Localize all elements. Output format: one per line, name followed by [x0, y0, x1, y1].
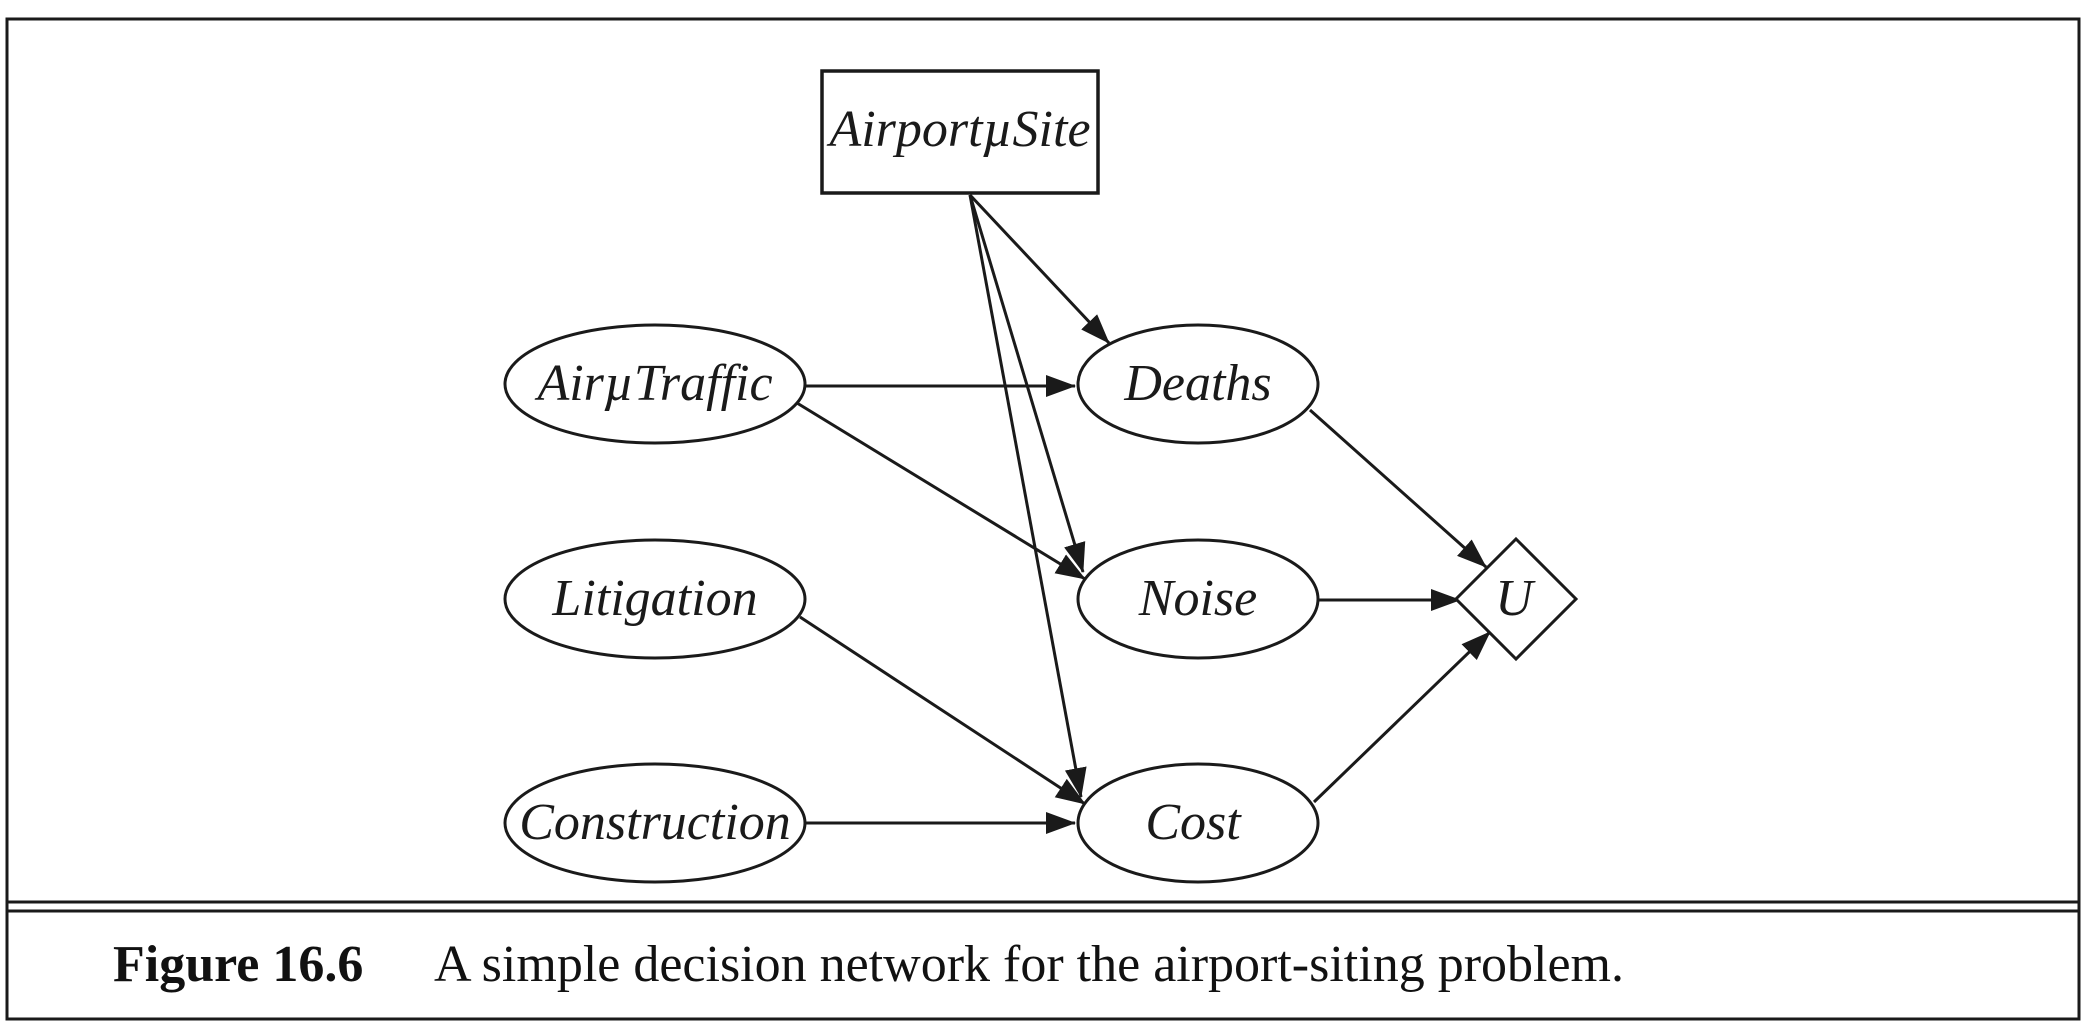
edge-air-traffic-to-noise [796, 401, 1086, 581]
node-airport-site: AirportµSite [820, 69, 1100, 195]
edges [796, 193, 1492, 834]
edge-deaths-to-utility [1309, 408, 1487, 569]
edge-airport-site-to-deaths [968, 193, 1111, 345]
utility-node-diamond [1453, 536, 1579, 662]
edge-litigation-to-cost [799, 615, 1086, 806]
chance-node-ellipse [503, 323, 807, 445]
node-label-airport-site: AirportµSite [826, 101, 1090, 158]
node-label-air-traffic: AirµTraffic [534, 355, 772, 412]
node-label-litigation: Litigation [551, 570, 757, 627]
chance-node-ellipse [1076, 323, 1320, 445]
node-label-construction: Construction [519, 794, 791, 851]
decision-node-box [820, 69, 1100, 195]
node-construction: Construction [503, 762, 807, 884]
chance-node-ellipse [1076, 538, 1320, 660]
node-noise: Noise [1076, 538, 1320, 660]
edge-airport-site-to-noise [968, 194, 1086, 573]
chance-node-ellipse [1076, 762, 1320, 884]
figure-caption: A simple decision network for the airpor… [434, 936, 1624, 993]
figure-number: Figure 16.6 [113, 936, 363, 993]
chance-node-ellipse [503, 538, 807, 660]
node-label-noise: Noise [1138, 570, 1257, 627]
node-utility: U [1453, 536, 1579, 662]
node-label-cost: Cost [1145, 794, 1242, 851]
edge-cost-to-utility [1312, 630, 1492, 804]
node-label-utility: U [1495, 570, 1536, 627]
chance-node-ellipse [503, 762, 807, 884]
edge-airport-site-to-cost [968, 194, 1087, 798]
node-litigation: Litigation [503, 538, 807, 660]
node-air-traffic: AirµTraffic [503, 323, 807, 445]
node-label-deaths: Deaths [1123, 355, 1271, 412]
node-cost: Cost [1076, 762, 1320, 884]
node-deaths: Deaths [1076, 323, 1320, 445]
figure-frame [5, 17, 2081, 1021]
